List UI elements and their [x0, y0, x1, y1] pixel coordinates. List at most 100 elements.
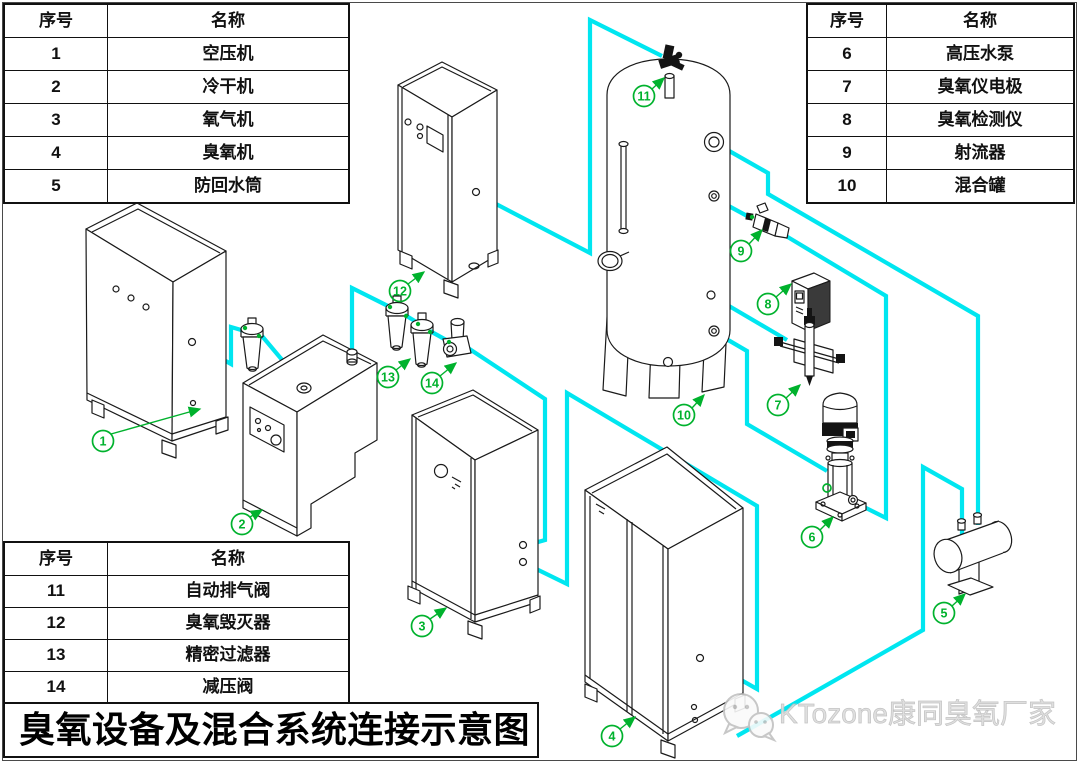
callout-6: 6: [800, 516, 834, 549]
callout-7: 7: [766, 384, 802, 417]
legend-row: 3 氧气机: [5, 103, 348, 136]
callout-2-number: 2: [239, 518, 246, 532]
legend-row: 12 臭氧毁灭器: [5, 607, 348, 639]
connection-markers: [242, 214, 832, 493]
legend-header-row: 序号 名称: [5, 5, 348, 37]
row-name: 混合罐: [954, 176, 1006, 195]
equipment-vent-valve: [658, 44, 685, 71]
callout-1: 1: [91, 406, 202, 453]
callout-8-number: 8: [765, 298, 772, 312]
row-index: 1: [5, 38, 108, 70]
row-index: 3: [5, 104, 108, 136]
equipment-air-compressor: [85, 202, 229, 459]
legend-row: 6 高压水泵: [808, 37, 1073, 70]
row-name: 氧气机: [202, 110, 254, 129]
callout-1-number: 1: [100, 435, 107, 449]
row-name: 防回水筒: [194, 176, 262, 195]
callout-5-number: 5: [941, 607, 948, 621]
watermark-brand-text: KTozone康同臭氧厂家: [779, 698, 1056, 729]
legend-header-row: 序号 名称: [5, 543, 348, 575]
callout-2: 2: [230, 509, 264, 536]
col-header-name: 名称: [963, 11, 997, 30]
legend-header-row: 序号 名称: [808, 5, 1073, 37]
row-name: 减压阀: [202, 677, 254, 696]
pipe-jet-to-pump: [784, 234, 889, 522]
callout-6-number: 6: [809, 531, 816, 545]
equipment-cold-dryer: [242, 334, 378, 537]
callout-14: 14: [420, 362, 458, 395]
row-name: 臭氧检测仪: [937, 110, 1023, 129]
wechat-icon: [722, 693, 777, 743]
col-header-name: 名称: [211, 11, 245, 30]
row-index: 12: [5, 608, 108, 639]
callout-10: 10: [672, 393, 705, 427]
callout-14-number: 14: [425, 377, 439, 391]
pipe-tank-to-cylinder: [722, 146, 981, 525]
row-name: 冷干机: [202, 77, 254, 96]
equipment-high-pressure-pump: [815, 392, 867, 522]
row-index: 14: [5, 672, 108, 703]
col-header-name: 名称: [211, 549, 245, 568]
equipment-oxygen-generator: [407, 389, 541, 640]
row-index: 6: [808, 38, 887, 70]
legend-row: 1 空压机: [5, 37, 348, 70]
legend-row: 10 混合罐: [808, 169, 1073, 202]
legend-row: 5 防回水筒: [5, 169, 348, 202]
row-name: 射流器: [954, 143, 1006, 162]
equipment-jet-injector: [745, 202, 790, 239]
equipment-ozone-generator: [584, 446, 746, 759]
equipment-precision-filters: [385, 295, 434, 368]
legend-row: 13 精密过滤器: [5, 639, 348, 671]
row-index: 2: [5, 71, 108, 103]
equipment-pressure-reducing-valve: [442, 317, 472, 358]
callout-8: 8: [756, 283, 793, 316]
inline-filter: [240, 317, 264, 372]
callout-11: 11: [632, 77, 666, 108]
equipment-backflow-cylinder: [933, 512, 1013, 596]
row-index: 9: [808, 137, 887, 169]
pipe-destructor-to-vent-valve: [474, 16, 663, 257]
pipe-cylinder-outlet: [735, 463, 965, 738]
callout-7-number: 7: [775, 399, 782, 413]
row-name: 自动排气阀: [185, 581, 271, 600]
row-index: 4: [5, 137, 108, 169]
callout-5: 5: [932, 593, 967, 625]
callout-10-number: 10: [677, 409, 691, 423]
row-name: 臭氧仪电极: [937, 77, 1023, 96]
legend-row: 7 臭氧仪电极: [808, 70, 1073, 103]
legend-row: 11 自动排气阀: [5, 575, 348, 607]
row-index: 10: [808, 170, 887, 202]
legend-table-top-right: 序号 名称 6 高压水泵 7 臭氧仪电极 8 臭氧检测仪 9 射流器 10 混合…: [806, 3, 1075, 204]
equipment-ozone-destructor: [397, 61, 499, 299]
callout-13: 13: [376, 358, 412, 389]
callout-4: 4: [600, 716, 637, 748]
callouts: 1 2 3 4 5 6 7: [91, 77, 967, 748]
equipment-ozone-electrode: [774, 308, 845, 386]
callout-9-number: 9: [738, 245, 745, 259]
legend-row: 8 臭氧检测仪: [808, 103, 1073, 136]
pipe-dryer-to-precision-filter: [349, 284, 393, 357]
legend-row: 2 冷干机: [5, 70, 348, 103]
row-name: 臭氧毁灭器: [185, 613, 271, 632]
legend-table-top-left: 序号 名称 1 空压机 2 冷干机 3 氧气机 4 臭氧机 5 防回水筒: [3, 3, 350, 204]
callout-4-number: 4: [609, 730, 616, 744]
row-index: 8: [808, 104, 887, 136]
watermark: KTozone康同臭氧厂家: [722, 693, 1056, 743]
row-index: 13: [5, 640, 108, 671]
drawing-title: 臭氧设备及混合系统连接示意图: [3, 702, 539, 758]
legend-row: 9 射流器: [808, 136, 1073, 169]
legend-row: 4 臭氧机: [5, 136, 348, 169]
col-header-index: 序号: [5, 543, 108, 575]
callout-12-number: 12: [393, 285, 407, 299]
callout-13-number: 13: [381, 371, 395, 385]
callout-12: 12: [388, 271, 426, 303]
row-name: 臭氧机: [202, 143, 254, 162]
row-name: 高压水泵: [946, 44, 1014, 63]
callout-11-number: 11: [637, 90, 650, 104]
equipment-mixing-tank: [597, 58, 731, 399]
row-name: 精密过滤器: [185, 645, 271, 664]
callout-9: 9: [729, 228, 763, 263]
row-name: 空压机: [202, 44, 254, 63]
